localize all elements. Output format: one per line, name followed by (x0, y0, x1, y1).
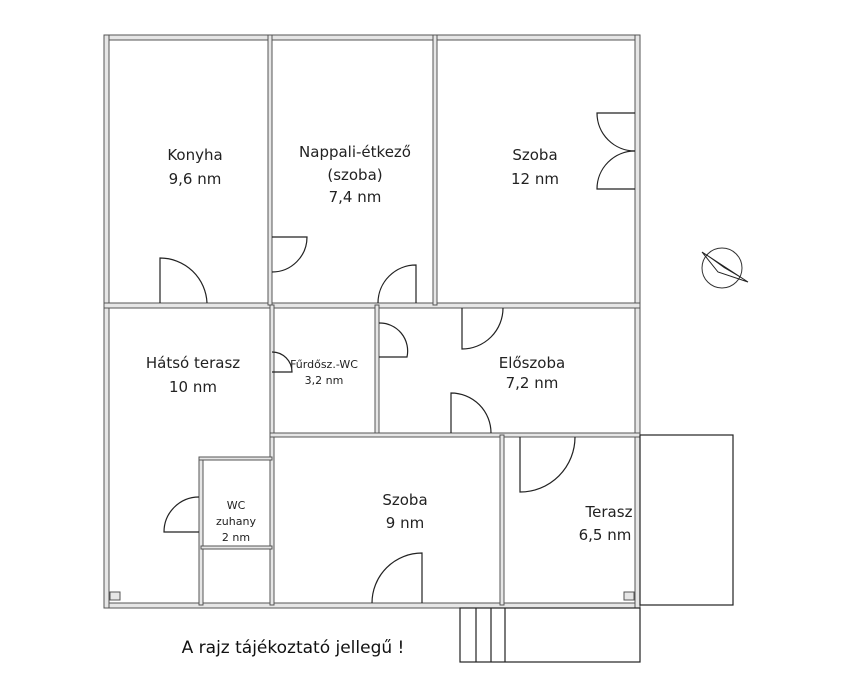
terrace-annex (639, 434, 734, 606)
room-area-nappali: 7,4 nm (329, 188, 382, 206)
room-sub-wc: zuhany (216, 515, 256, 528)
room-area-terasz: 6,5 nm (579, 526, 632, 544)
room-area-konyha: 9,6 nm (169, 170, 222, 188)
walls (103, 34, 641, 609)
north-arrow-icon (701, 247, 749, 289)
room-name-konyha: Konyha (167, 146, 222, 164)
disclaimer-note: A rajz tájékoztató jellegű ! (182, 638, 405, 658)
room-sub-nappali: (szoba) (327, 166, 382, 184)
room-name-hatso-terasz: Hátsó terasz (146, 354, 240, 372)
room-name-furdo: Fűrdősz.-WC (290, 358, 358, 371)
room-area-hatso-terasz: 10 nm (169, 378, 217, 396)
entrance-steps (459, 607, 641, 663)
room-name-szoba-12: Szoba (512, 146, 557, 164)
room-area-furdo: 3,2 nm (305, 374, 344, 387)
doors (159, 112, 636, 604)
room-name-wc: WC (227, 499, 246, 512)
room-area-eloszoba: 7,2 nm (506, 374, 559, 392)
room-area-wc: 2 nm (222, 531, 250, 544)
room-area-szoba-9: 9 nm (386, 514, 424, 532)
room-name-terasz: Terasz (585, 503, 633, 521)
room-area-szoba-12: 12 nm (511, 170, 559, 188)
room-name-nappali: Nappali-étkező (299, 143, 411, 161)
room-name-szoba-9: Szoba (382, 491, 427, 509)
room-name-eloszoba: Előszoba (499, 354, 565, 372)
